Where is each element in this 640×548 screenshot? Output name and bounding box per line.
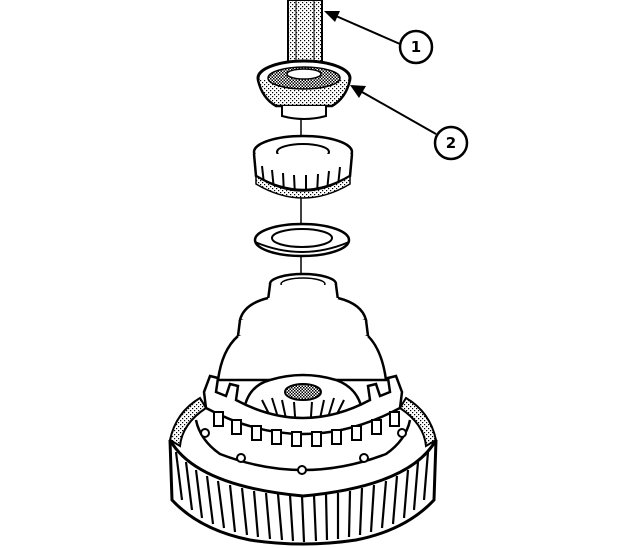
callout-2: 2	[350, 85, 469, 161]
tapered-roller-bearing	[252, 134, 354, 199]
callout-label-2: 2	[446, 134, 456, 152]
leader-line-2	[361, 91, 437, 135]
callout-circle-1	[398, 29, 434, 65]
arrowhead-2	[350, 85, 366, 98]
differential-ring-gear	[168, 396, 438, 546]
callout-label-1: 1	[411, 38, 421, 56]
leader-line-1	[335, 15, 401, 45]
callout-1: 1	[324, 11, 434, 65]
bearing-race-shim	[253, 222, 351, 258]
callout-circle-2	[433, 125, 469, 161]
differential-case	[194, 272, 412, 475]
arrowhead-1	[324, 11, 340, 22]
bearing-installer	[256, 59, 352, 120]
